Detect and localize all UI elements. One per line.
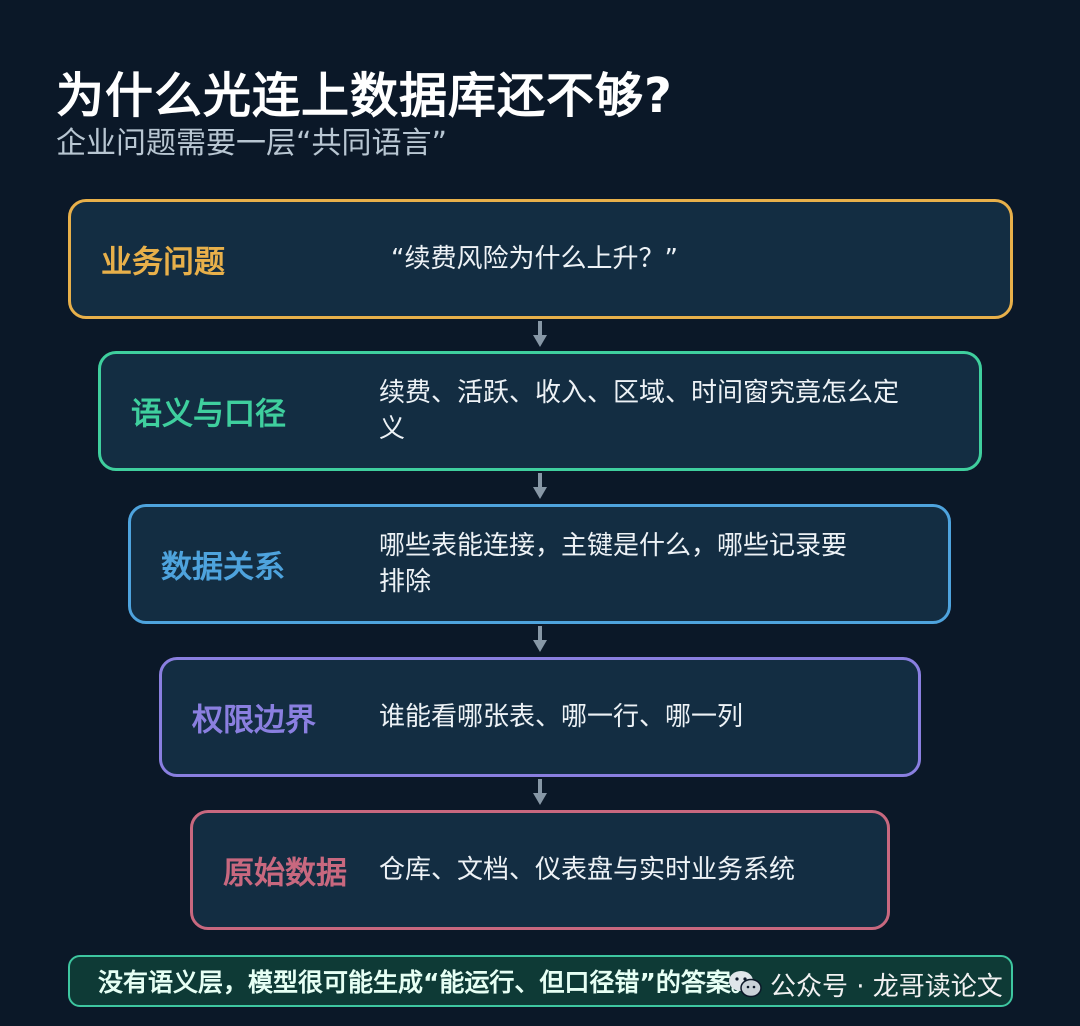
arrow-down-icon (533, 779, 547, 807)
page-subtitle: 企业问题需要一层“共同语言” (56, 126, 448, 161)
page-title: 为什么光连上数据库还不够? (56, 68, 673, 124)
layer-raw-data: 原始数据 仓库、文档、仪表盘与实时业务系统 (190, 810, 890, 930)
layer-data-relations: 数据关系 哪些表能连接，主键是什么，哪些记录要排除 (128, 504, 951, 624)
layer-name: 原始数据 (223, 855, 347, 892)
arrow-down-icon (533, 321, 547, 349)
watermark: 公众号 · 龙哥读论文 (728, 964, 1003, 1004)
wechat-icon (729, 971, 762, 998)
layer-name: 业务问题 (101, 244, 225, 281)
layer-desc: 续费、活跃、收入、区域、时间窗究竟怎么定义 (379, 378, 900, 444)
footer-text: 没有语义层，模型很可能生成“能运行、但口径错”的答案。 (98, 968, 756, 997)
layer-business-question: 业务问题 “续费风险为什么上升？” (68, 199, 1013, 319)
layer-permissions: 权限边界 谁能看哪张表、哪一行、哪一列 (159, 657, 921, 777)
layer-semantics: 语义与口径 续费、活跃、收入、区域、时间窗究竟怎么定义 (98, 351, 982, 471)
layer-desc: 哪些表能连接，主键是什么，哪些记录要排除 (379, 531, 848, 597)
layer-desc: 仓库、文档、仪表盘与实时业务系统 (379, 855, 796, 885)
layer-desc: “续费风险为什么上升？” (391, 244, 678, 274)
layer-desc: 谁能看哪张表、哪一行、哪一列 (379, 702, 744, 732)
layer-name: 数据关系 (161, 549, 285, 586)
layer-name: 语义与口径 (131, 396, 286, 433)
footer-callout: 没有语义层，模型很可能生成“能运行、但口径错”的答案。 (68, 955, 1013, 1007)
layer-name: 权限边界 (192, 702, 316, 739)
watermark-text: 公众号 · 龙哥读论文 (770, 971, 1003, 1002)
arrow-down-icon (533, 626, 547, 654)
arrow-down-icon (533, 473, 547, 501)
